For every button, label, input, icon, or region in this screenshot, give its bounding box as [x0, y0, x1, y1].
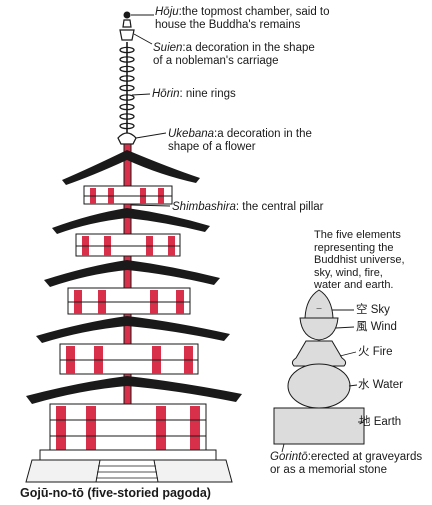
gorinto-drawing: ꣻ	[273, 289, 365, 445]
intro-line: The five elements	[314, 229, 401, 241]
label-shimbashira-term: Shimbashira	[172, 201, 236, 213]
label-ukebana-desc-2: shape of a flower	[168, 141, 256, 153]
intro-line: water and earth.	[314, 279, 394, 292]
intro-line: sky, wind, fire,	[314, 266, 383, 279]
label-horin: Hōrin: nine rings	[152, 88, 236, 101]
gorinto-leader-lines	[281, 309, 364, 453]
five-elements-intro: The five elements representing the Buddh…	[314, 229, 432, 292]
label-horin-desc-1: : nine rings	[179, 88, 236, 100]
intro-line: representing the	[314, 241, 394, 254]
element-sky-kanji: 空	[356, 304, 368, 316]
element-fire-name: Fire	[372, 346, 393, 358]
label-ukebana-desc-1: :a decoration in the	[214, 128, 312, 140]
label-ukebana-term: Ukebana	[168, 128, 215, 140]
label-gorinto-desc-1: :erected at graveyards	[307, 451, 423, 463]
element-wind-kanji: 風	[356, 321, 368, 333]
element-earth-name: Earth	[373, 416, 402, 428]
label-suien-desc-2: of a nobleman's carriage	[153, 55, 279, 67]
label-ukebana: Ukebana:a decoration in the shape of a f…	[168, 128, 312, 154]
label-shimbashira: Shimbashira: the central pillar	[172, 201, 324, 214]
label-suien-desc-1: :a decoration in the shape	[182, 42, 315, 54]
label-hoju-desc-2: house the Buddha's remains	[155, 19, 301, 31]
element-fire-kanji: 火	[358, 346, 370, 358]
label-suien: Suien:a decoration in the shape of a nob…	[153, 42, 315, 68]
label-gorinto: Gorintō:erected at graveyards or as a me…	[270, 451, 422, 477]
element-earth-kanji: 地	[359, 416, 371, 428]
element-sky: 空 Sky	[356, 304, 390, 317]
label-hoju: Hōju:the topmost chamber, said to house …	[155, 6, 330, 32]
element-water: 水 Water	[358, 379, 403, 392]
label-hoju-desc-1: :the topmost chamber, said to	[178, 6, 330, 18]
intro-line: Buddhist universe,	[314, 254, 405, 267]
element-water-name: Water	[372, 379, 403, 391]
element-earth: 地 Earth	[359, 416, 401, 429]
element-water-kanji: 水	[358, 379, 370, 391]
label-gorinto-desc-2: or as a memorial stone	[270, 464, 387, 476]
svg-text:ꣻ: ꣻ	[316, 306, 322, 316]
figure-caption: Gojū-no-tō (five-storied pagoda)	[20, 486, 211, 500]
element-sky-name: Sky	[370, 304, 390, 316]
pagoda-leader-lines	[130, 14, 171, 207]
pagoda-drawing	[25, 11, 242, 483]
label-gorinto-term: Gorintō	[270, 451, 308, 463]
label-horin-term: Hōrin	[152, 88, 180, 100]
label-suien-term: Suien	[153, 42, 183, 54]
label-hoju-term: Hōju	[155, 6, 179, 18]
element-wind-name: Wind	[370, 321, 397, 333]
label-shimbashira-desc-1: : the central pillar	[235, 201, 324, 213]
element-fire: 火 Fire	[358, 346, 393, 359]
element-wind: 風 Wind	[356, 321, 397, 334]
